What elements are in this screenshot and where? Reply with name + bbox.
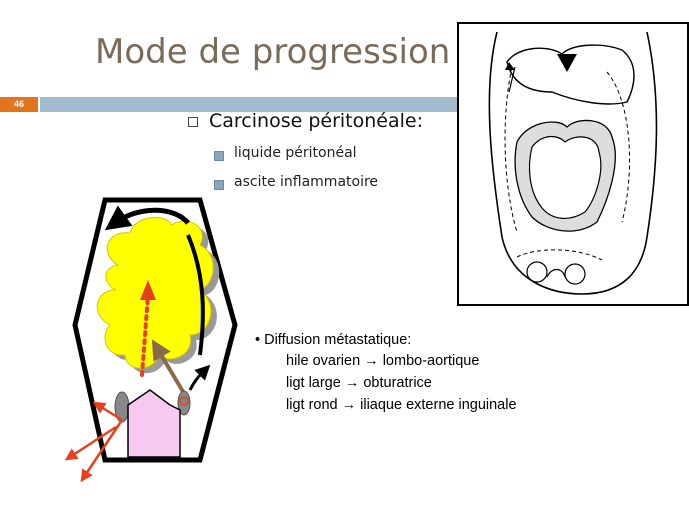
slide-number: 46 xyxy=(13,99,24,109)
abdomen-illustration xyxy=(457,22,689,306)
slide-title: Mode de progression xyxy=(95,32,451,72)
square-bullet-icon xyxy=(214,151,224,161)
slide-number-box xyxy=(0,97,38,112)
bullet-carcinose: Carcinose péritonéale: xyxy=(209,110,423,132)
hollow-square-bullet-icon xyxy=(188,117,198,127)
sub-bullet-ascite: ascite inflammatoire xyxy=(234,174,379,190)
diffusion-heading: • Diffusion métastatique: xyxy=(255,332,412,348)
diffusion-line-ligt-large: ligt large → obturatrice xyxy=(286,375,432,391)
sub-bullet-liquide: liquide péritonéal xyxy=(234,145,357,161)
diffusion-line-hile: hile ovarien → lombo-aortique xyxy=(286,353,480,369)
tumor-spread-diagram xyxy=(64,197,238,483)
square-bullet-icon xyxy=(214,180,224,190)
diffusion-line-ligt-rond: ligt rond → iliaque externe inguinale xyxy=(286,397,517,413)
